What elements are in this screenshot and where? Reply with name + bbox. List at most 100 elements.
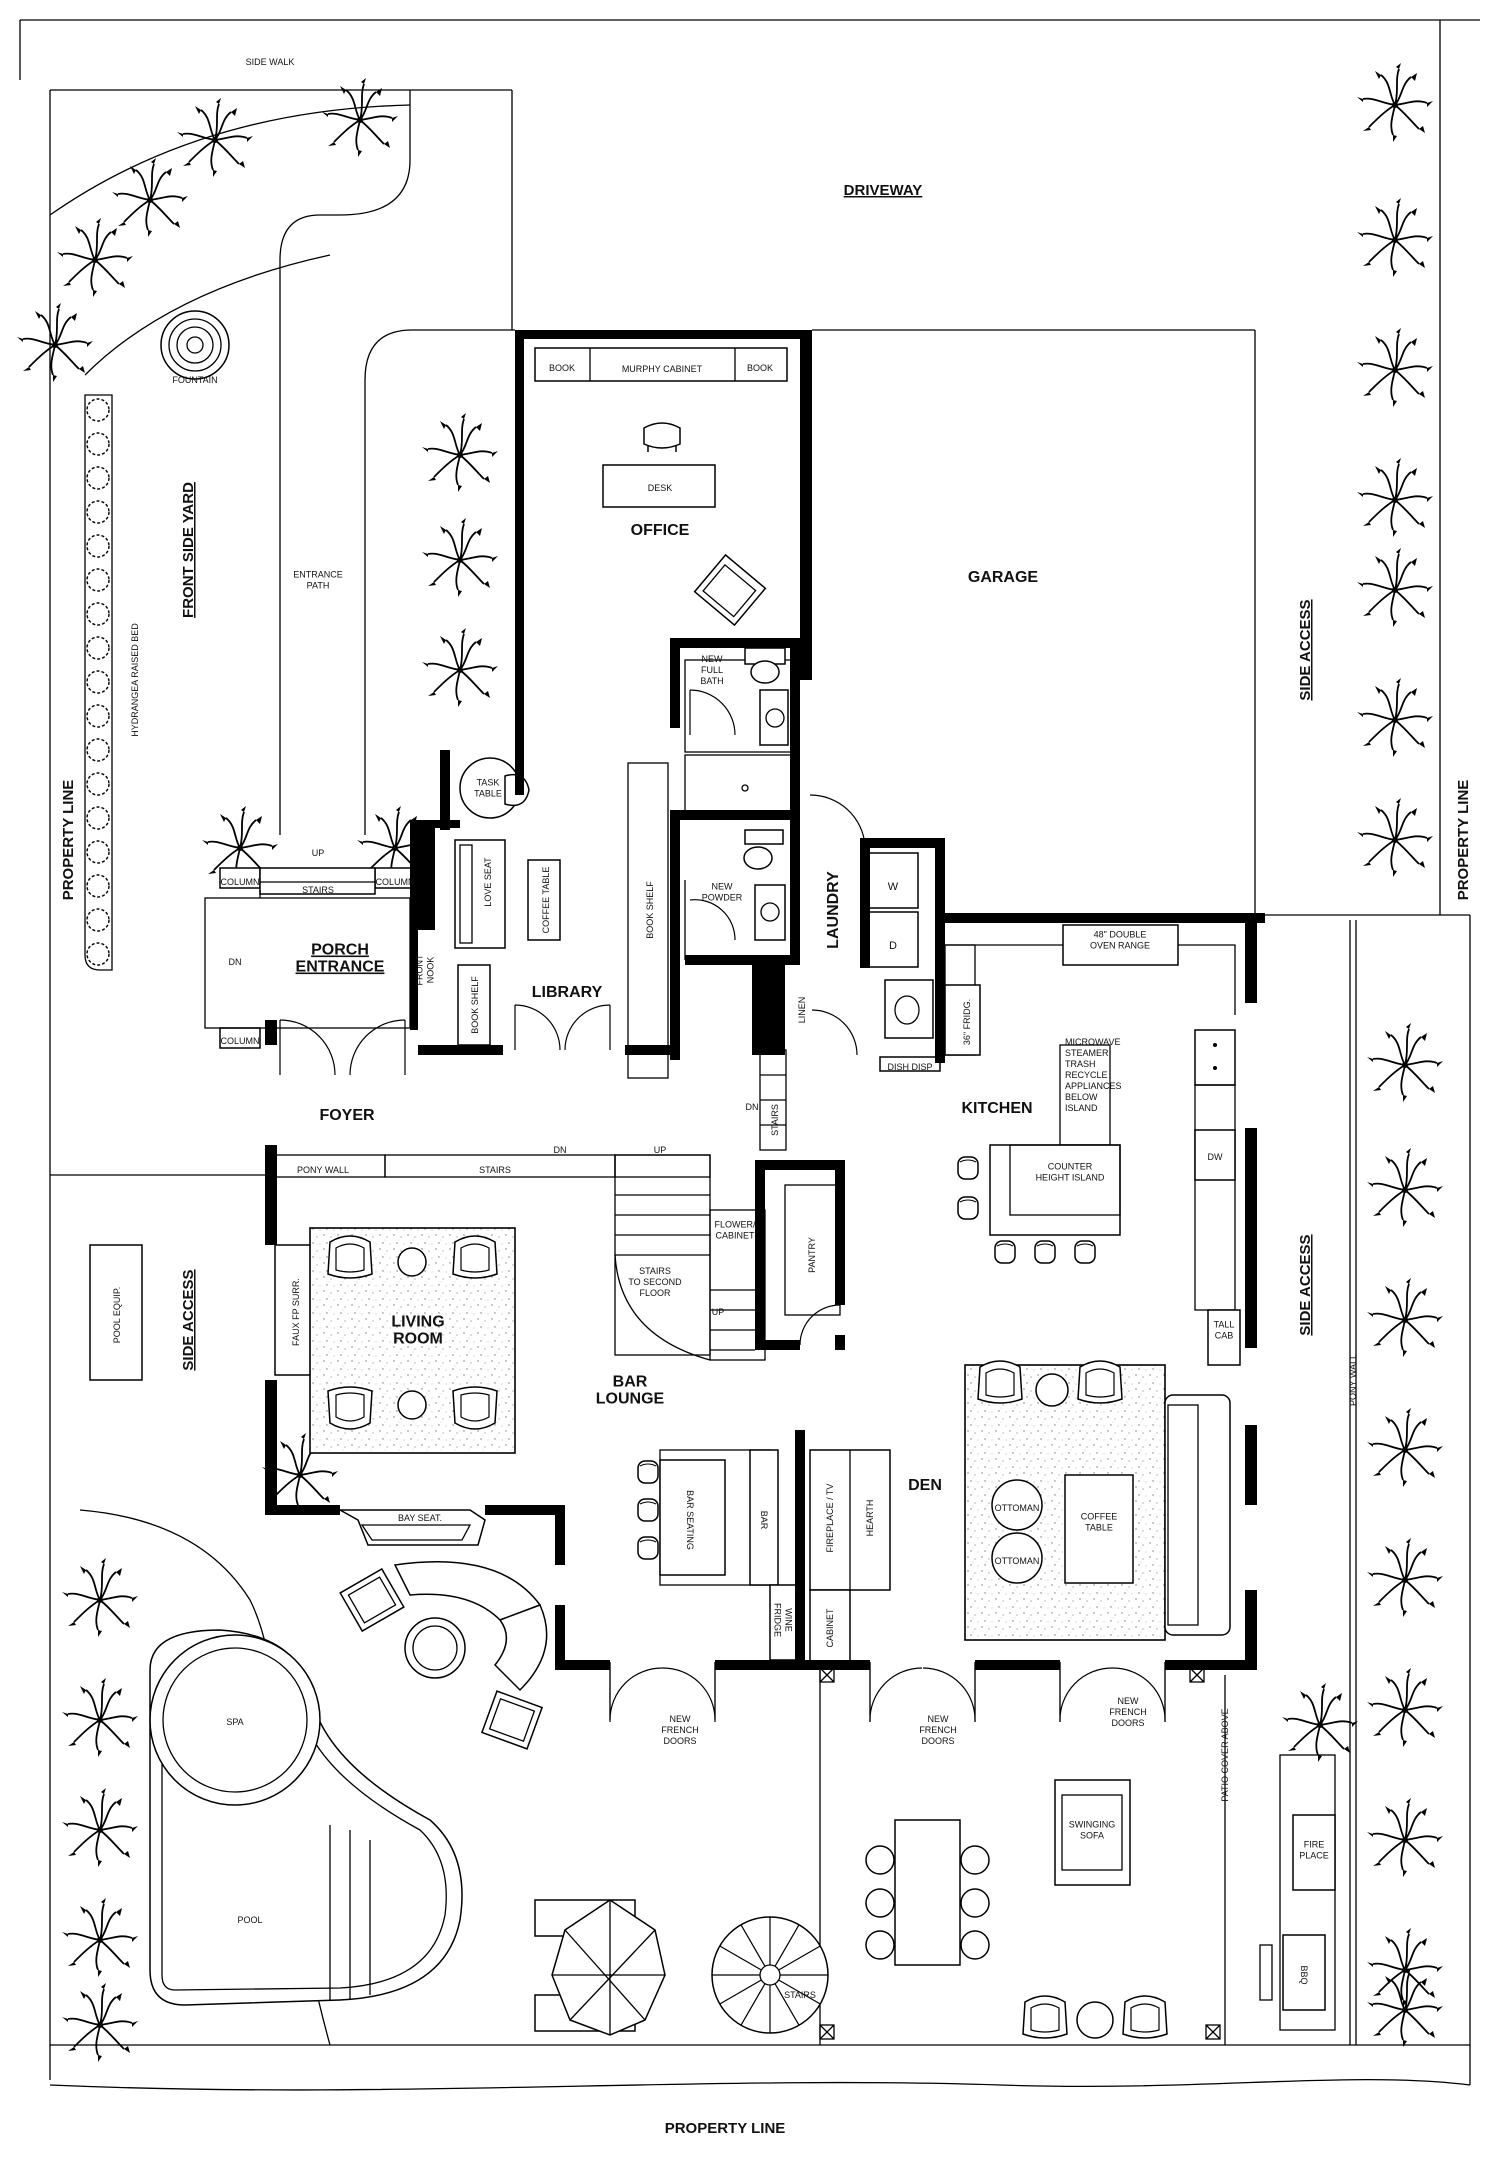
side-access-right-top-label: SIDE ACCESS [1297, 599, 1314, 700]
pool-label: POOL [237, 1915, 262, 1925]
ottoman-1-label: OTTOMAN [995, 1503, 1040, 1513]
side-access-right-bottom-label: SIDE ACCESS [1297, 1234, 1314, 1335]
property-line-bottom-label: PROPERTY LINE [665, 2120, 786, 2137]
fireplace-tv-label: FIREPLACE / TV [825, 1484, 835, 1553]
dishwasher-label: DW [1208, 1152, 1223, 1162]
walls [265, 330, 1265, 1670]
back-patio-furniture [865, 1754, 1336, 2039]
kitchen-fixtures [944, 924, 1241, 1366]
patio-columns [819, 1667, 1221, 2040]
library-furniture [454, 757, 669, 1079]
hydrangea-raised-bed [86, 398, 110, 966]
column-2-label: COLUMN [375, 877, 414, 887]
bay-seat-label: BAY SEAT. [398, 1513, 442, 1523]
murphy-cabinet-label: MURPHY CABINET [622, 364, 703, 374]
flower-cabinet-label: FLOWER/CABINET [714, 1220, 756, 1241]
porch-stairs-label: STAIRS [302, 885, 334, 895]
driveway-label: DRIVEWAY [844, 182, 923, 199]
spa-and-pool [149, 1629, 463, 2006]
den-furniture [809, 1360, 1231, 1666]
porch-dn-label: DN [229, 957, 242, 967]
washer-label: W [888, 881, 899, 893]
spiral-stairs [711, 1916, 829, 2034]
bbq-label: BBQ [1299, 1965, 1309, 1984]
love-seat-label: LOVE SEAT [483, 857, 493, 907]
side-stairs-dn-label: DN [746, 1102, 759, 1112]
spa-label: SPA [226, 1717, 243, 1727]
column-3-label: COLUMN [220, 1036, 259, 1046]
cabinet-label: CABINET [825, 1608, 835, 1648]
bar-seating-label: BAR SEATING [685, 1490, 695, 1550]
stairs-second-up-label: UP [712, 1307, 725, 1317]
library-room-label: LIBRARY [532, 984, 603, 1001]
main-stairs-up-label: UP [654, 1145, 667, 1155]
hearth-label: HEARTH [865, 1500, 875, 1537]
main-stairs [274, 1049, 787, 1361]
laundry-fixtures [867, 852, 941, 1072]
bar-label: BAR [759, 1511, 769, 1530]
bath-fixtures [684, 647, 794, 960]
book-left-label: BOOK [549, 363, 575, 373]
living-room-furniture [274, 1227, 516, 1454]
book-right-label: BOOK [747, 363, 773, 373]
site-outline [19, 19, 1480, 2091]
fridge-label: 36" FRIDG. [962, 999, 972, 1045]
bar-furniture [637, 1449, 797, 1661]
book-shelf-library-label: BOOK SHELF [470, 976, 480, 1034]
kitchen-room-label: KITCHEN [961, 1100, 1032, 1117]
pony-wall-right-label: PONY WALL [1348, 1354, 1358, 1406]
pantry-label: PANTRY [807, 1237, 817, 1273]
front-nook-label: FRONTNOOK [415, 954, 436, 985]
porch-up-label: UP [312, 848, 325, 858]
porch-elements [204, 867, 416, 1049]
spiral-stairs-label: STAIRS [784, 1990, 816, 2000]
linen-label: LINEN [797, 997, 807, 1024]
pool-equipment-label: POOL EQUIP. [112, 1287, 122, 1344]
laundry-room-label: LAUNDRY [825, 871, 842, 949]
hydrangea-bed-label: HYDRANGEA RAISED BED [130, 623, 140, 737]
main-stairs-dn-label: DN [554, 1145, 567, 1155]
doors [279, 689, 1166, 1723]
patio-cover-label: PATIO COVER ABOVE [1220, 1708, 1230, 1801]
dryer-label: D [889, 940, 897, 952]
wine-fridge-label: WINEFRIDGE [773, 1603, 794, 1637]
front-side-yard-label: FRONT SIDE YARD [180, 482, 197, 618]
coffee-table-library-label: COFFEE TABLE [541, 867, 551, 934]
main-stairs-label: STAIRS [479, 1165, 511, 1175]
office-furniture [534, 347, 788, 627]
desk-label: DESK [648, 483, 673, 493]
property-line-left-label: PROPERTY LINE [60, 780, 77, 901]
den-room-label: DEN [908, 1477, 942, 1494]
pony-wall-label: PONY WALL [297, 1165, 349, 1175]
pool-equipment [89, 1244, 143, 1381]
faux-fireplace-label: FAUX FP SURR. [291, 1278, 301, 1346]
side-walk-label: SIDE WALK [246, 57, 295, 67]
bay-seat-and-patio [337, 1509, 548, 1750]
ottoman-2-label: OTTOMAN [995, 1556, 1040, 1566]
dish-disposal-label: DISH DISP [887, 1062, 932, 1072]
side-stairs-label: STAIRS [770, 1104, 780, 1136]
fountain [160, 310, 230, 380]
garage-room-label: GARAGE [968, 569, 1039, 586]
side-access-left-label: SIDE ACCESS [180, 1269, 197, 1370]
property-line-right-label: PROPERTY LINE [1455, 780, 1472, 901]
foyer-room-label: FOYER [319, 1107, 375, 1124]
column-1-label: COLUMN [220, 877, 259, 887]
